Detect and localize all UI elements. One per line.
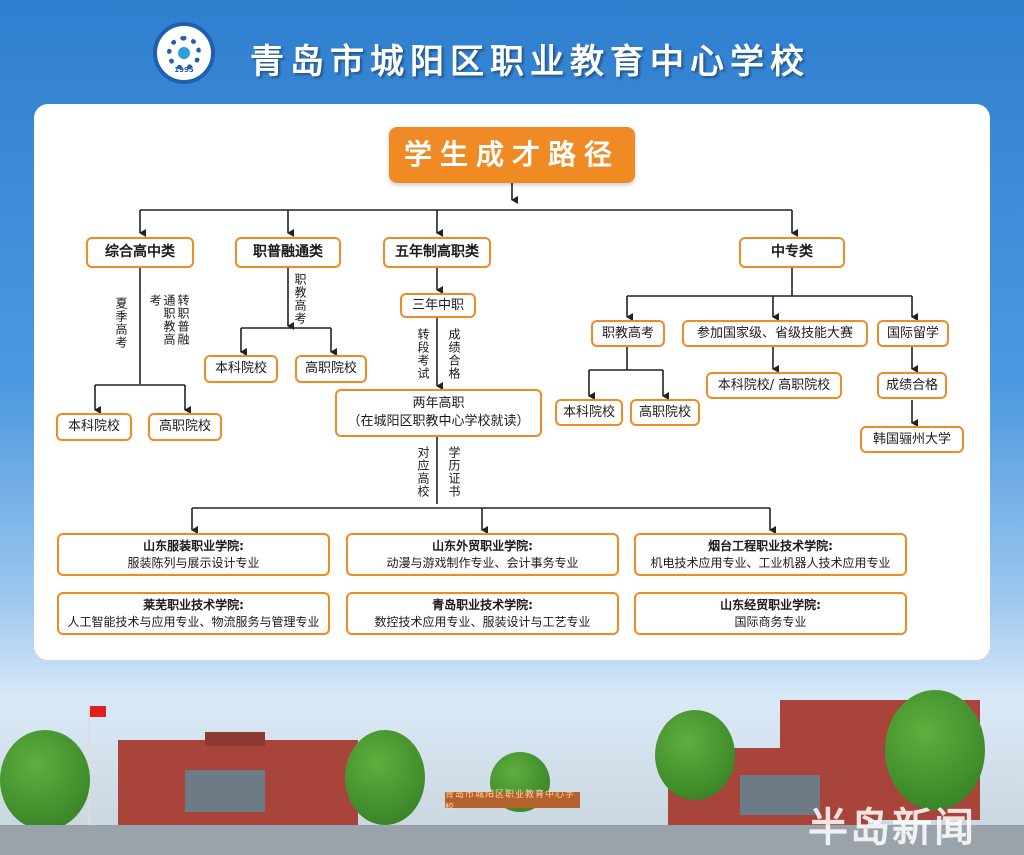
school-logo: 1995 [153,22,215,84]
logo-year: 1995 [174,66,194,74]
secondary-abroad: 国际留学 [877,320,949,347]
category-vocational-general: 职普融通类 [235,237,341,268]
label-vocational-exam-1: 职教高考 [293,273,307,325]
college-card: 山东服装职业学院: 服装陈列与展示设计专业 [57,533,330,576]
gate-sign: 青岛市城阳区职业教育中心学校 [445,790,580,813]
college-name: 莱芜职业技术学院: [143,598,244,613]
category-five-year: 五年制高职类 [383,237,491,268]
college-card: 青岛职业技术学院: 数控技术应用专业、服装设计与工艺专业 [346,592,619,635]
college-name: 青岛职业技术学院: [432,598,533,613]
flag-icon [90,706,106,717]
school-title: 青岛市城阳区职业教育中心学校 [250,42,810,82]
watermark-logo: 半岛新闻 [808,805,976,851]
college-name: 山东外贸职业学院: [432,539,533,554]
diagram-panel [34,104,990,660]
college-card: 山东外贸职业学院: 动漫与游戏制作专业、会计事务专业 [346,533,619,576]
tree-icon [0,730,90,830]
college-name: 山东服装职业学院: [143,539,244,554]
college-majors: 机电技术应用专业、工业机器人技术应用专业 [650,555,891,570]
label-diploma: 学历证书 [447,446,461,498]
stage-two-year: 两年高职 （在城阳区职教中心学校就读） [335,389,542,437]
target-higher-vocational-1: 高职院校 [148,413,222,441]
college-card: 山东经贸职业学院: 国际商务专业 [634,592,907,635]
label-summer-exam: 夏季高考 [114,297,128,349]
stage-two-year-line1: 两年高职 [412,396,465,412]
college-majors: 国际商务专业 [734,614,807,629]
secondary-competition: 参加国家级、省级技能大赛 [682,320,868,347]
stage-two-year-line2: （在城阳区职教中心学校就读） [347,414,530,429]
label-transfer-exam: 转职普融通职教高考 [148,294,190,346]
root-node: 学生成才路径 [389,127,635,183]
abroad-pass: 成绩合格 [877,372,947,399]
college-card: 莱芜职业技术学院: 人工智能技术与应用专业、物流服务与管理专业 [57,592,330,635]
category-comprehensive: 综合高中类 [86,237,194,268]
target-undergrad-3: 本科院校 [555,399,623,426]
competition-target: 本科院校/ 高职院校 [706,372,842,399]
gear-icon [167,36,201,70]
college-majors: 服装陈列与展示设计专业 [127,555,260,570]
stage-three-year: 三年中职 [400,293,476,318]
category-secondary: 中专类 [739,237,845,268]
label-matching-college: 对应高校 [416,446,430,498]
college-card: 烟台工程职业技术学院: 机电技术应用专业、工业机器人技术应用专业 [634,533,907,576]
abroad-target: 韩国骊州大学 [860,426,964,453]
target-higher-vocational-2: 高职院校 [295,355,367,383]
label-pass-grade-1: 成绩合格 [447,328,461,380]
college-majors: 数控技术应用专业、服装设计与工艺专业 [374,614,591,629]
college-majors: 动漫与游戏制作专业、会计事务专业 [386,555,579,570]
campus-illustration: 青岛市城阳区职业教育中心学校 [0,670,1024,855]
target-undergrad-1: 本科院校 [56,413,132,441]
target-undergrad-2: 本科院校 [204,355,278,383]
college-name: 山东经贸职业学院: [720,598,821,613]
label-transfer-test: 转段考试 [416,328,430,380]
secondary-exam: 职教高考 [591,320,665,347]
college-name: 烟台工程职业技术学院: [708,539,833,554]
target-higher-vocational-3: 高职院校 [630,399,700,426]
college-majors: 人工智能技术与应用专业、物流服务与管理专业 [67,614,320,629]
header: 1995 青岛市城阳区职业教育中心学校 [0,0,1024,100]
